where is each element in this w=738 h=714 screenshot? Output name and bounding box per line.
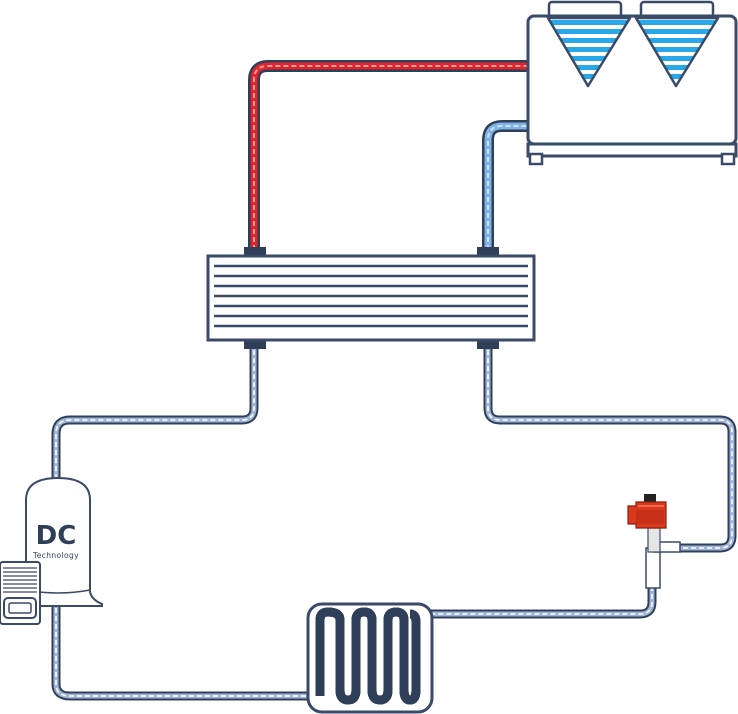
expansion-valve-icon (627, 494, 681, 589)
compressor-grille (0, 561, 41, 625)
cold-liquid-pipe (482, 120, 528, 250)
plate-heat-exchanger-icon (206, 247, 536, 349)
compressor-subtitle: Technology (32, 551, 79, 560)
compressor-logo: DC (36, 521, 77, 551)
coil-evaporator-icon (306, 602, 434, 714)
condensing-unit-icon (526, 0, 738, 166)
dc-compressor-icon: DC Technology (0, 476, 103, 625)
hot-gas-pipe (248, 60, 528, 250)
